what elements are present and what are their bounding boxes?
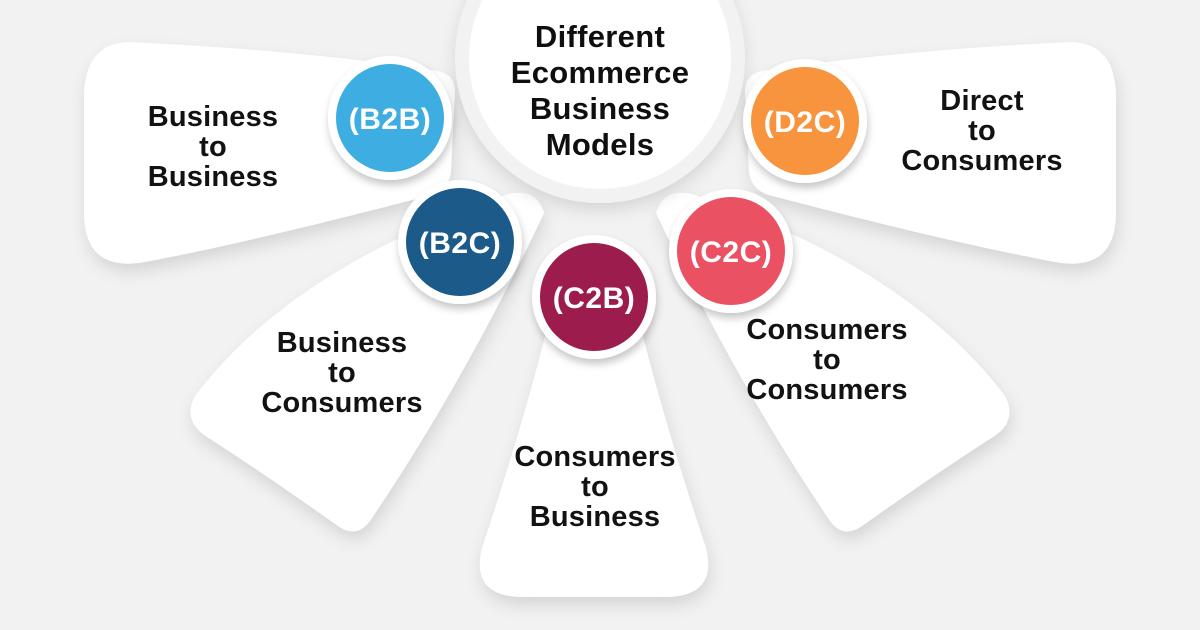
title-line-1: Different	[535, 19, 665, 54]
b2b-label: Business to Business	[148, 101, 279, 193]
title-line-2: Ecommerce	[511, 55, 689, 90]
c2c-badge-circle	[669, 189, 793, 313]
d2c-badge-circle	[743, 59, 867, 183]
b2b-label-line-2: to	[199, 131, 227, 163]
title-line-3: Business	[530, 91, 670, 126]
c2b-badge-circle	[532, 235, 656, 359]
b2c-abbr-label: (B2C)	[419, 227, 502, 260]
central-title: Different Ecommerce Business Models	[511, 19, 689, 162]
title-line-4: Models	[546, 127, 655, 162]
c2b-label-line-1: Consumers	[514, 441, 675, 473]
c2c-label-line-1: Consumers	[746, 314, 907, 346]
b2c-label-line-3: Consumers	[261, 387, 422, 419]
b2b-label-line-3: Business	[148, 161, 279, 193]
c2c-label-line-2: to	[813, 344, 841, 376]
d2c-label: Direct to Consumers	[901, 85, 1062, 177]
c2c-label-line-3: Consumers	[746, 374, 907, 406]
b2b-label-line-1: Business	[148, 101, 279, 133]
d2c-abbr-label: (D2C)	[764, 106, 847, 139]
b2c-label-line-1: Business	[277, 327, 408, 359]
central-title-circle	[455, 0, 745, 203]
b2b-abbr-label: (B2B)	[349, 103, 432, 136]
b2c-label-line-2: to	[328, 357, 356, 389]
d2c-label-line-2: to	[968, 115, 996, 147]
petal-c2b	[479, 250, 709, 597]
d2c-label-line-3: Consumers	[901, 145, 1062, 177]
d2c-label-line-1: Direct	[940, 85, 1024, 117]
c2c-abbr-label: (C2C)	[690, 236, 773, 269]
c2b-label-line-2: to	[581, 471, 609, 503]
c2b-abbr-label: (C2B)	[553, 282, 636, 315]
c2b-label-line-3: Business	[530, 501, 661, 533]
b2c-badge-circle	[398, 180, 522, 304]
c2c-label: Consumers to Consumers	[746, 314, 907, 406]
b2b-badge-circle	[328, 56, 452, 180]
b2c-label: Business to Consumers	[261, 327, 422, 419]
c2b-label: Consumers to Business	[514, 441, 675, 533]
